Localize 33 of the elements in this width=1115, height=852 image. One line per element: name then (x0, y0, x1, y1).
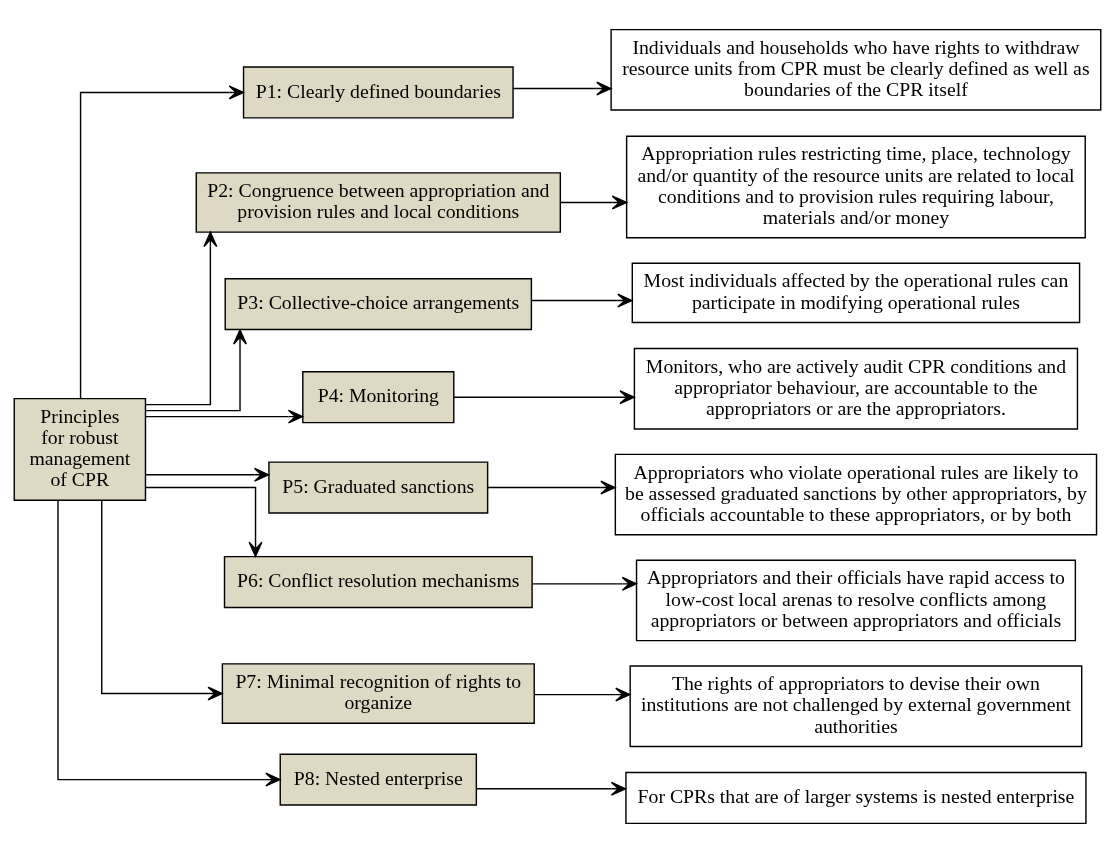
arrow (145, 328, 248, 411)
node-box: Monitors, who are actively audit CPR conditions and appropriator behaviour, are accountable to the appropriators or are the appropriators. (633, 347, 1079, 430)
arrow (487, 479, 616, 495)
arrow (145, 409, 304, 424)
node-box: The rights of appropriators to devise their own institutions are not challenged by external government authorities (629, 664, 1083, 747)
node-box: Principles for robust management of CPR (13, 397, 147, 501)
node-box: P4: Monitoring (302, 370, 455, 423)
node-box: P7: Minimal recognition of rights to organize (221, 662, 535, 724)
arrow (512, 81, 612, 96)
node-box: Appropriators who violate operational rules are likely to be assessed graduated sanctions by other appropriators, by officials accountable to these appropriators, or by both (614, 453, 1098, 535)
arrow (453, 389, 635, 404)
node-box: P6: Conflict resolution mechanisms (223, 555, 533, 608)
arrow (79, 84, 245, 399)
node-box: Appropriators and their officials have rapid access to low-cost local arenas to resolve conflicts among appropriators or between appropriators and officials (635, 559, 1077, 641)
arrow (144, 231, 218, 405)
arrow (534, 687, 631, 702)
arrow (532, 576, 638, 591)
arrow (530, 293, 633, 308)
node-box: Appropriation rules restricting time, place, technology and/or quantity of the resource units are related to local conditions and to provision rules requiring labour, materials and/or money (625, 134, 1086, 238)
arrow (476, 781, 627, 796)
node-box: Most individuals affected by the operational rules can participate in modifying operational rules (631, 261, 1081, 323)
arrow (560, 194, 628, 210)
node-box: P8: Nested enterprise (279, 753, 478, 806)
node-box: P1: Clearly defined boundaries (242, 65, 514, 119)
node-box: For CPRs that are of larger systems is nested enterprise (625, 771, 1087, 824)
arrow (145, 467, 270, 482)
node-box: Individuals and households who have rights to withdraw resource units from CPR must be clearly defined as well as boundaries of the CPR itself (610, 28, 1102, 111)
arrow (145, 486, 263, 557)
arrow (101, 499, 223, 701)
node-box: P2: Congruence between appropriation and provision rules and local conditions (195, 171, 562, 233)
node-box: P5: Graduated sanctions (268, 460, 489, 514)
arrow (57, 499, 281, 787)
node-box: P3: Collective-choice arrangements (224, 277, 533, 330)
